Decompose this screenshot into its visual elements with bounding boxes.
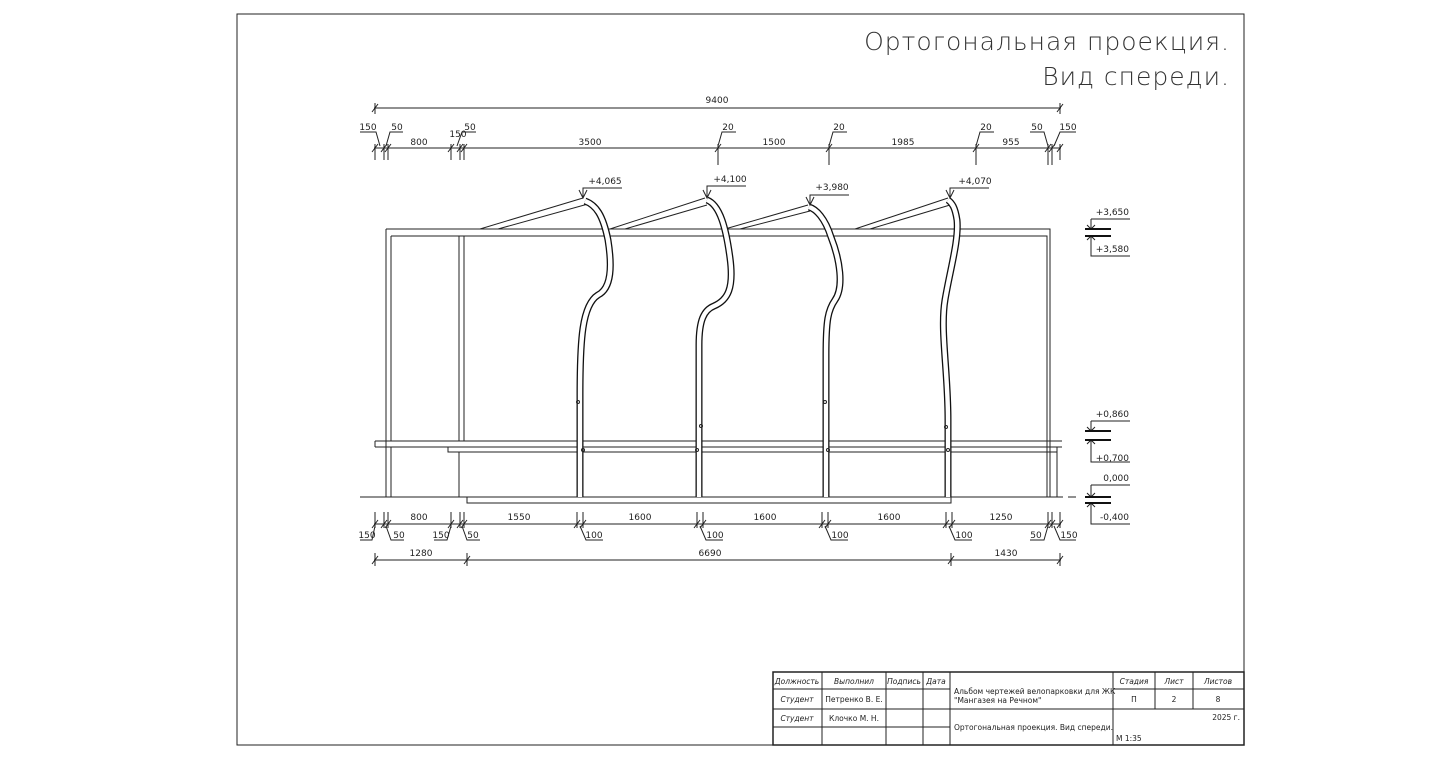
arch-elevation-3: +3,980: [815, 183, 849, 193]
tb-row2-name: Клочко М. Н.: [829, 714, 879, 723]
dim-top-8: 20: [833, 123, 845, 133]
title-block: Должность Выполнил Подпись Дата Студент …: [772, 671, 1245, 746]
view-title-line2: Вид спереди.: [1042, 62, 1230, 91]
bottom-dimensions: 800 1550 1600 1600 1600 1250 150 50 150 …: [358, 512, 1078, 566]
side-elevation-marks: [1068, 218, 1130, 525]
tb-row1-name: Петренко В. Е.: [825, 695, 882, 704]
dim-leader-1: 50: [393, 531, 405, 541]
dim-overall: 9400: [706, 96, 729, 106]
dim-top-12: 50: [1031, 123, 1043, 133]
dim-top-0: 150: [359, 123, 376, 133]
tb-sheet-label: Лист: [1163, 677, 1184, 686]
dim-leader-4: 100: [585, 531, 602, 541]
dim-top-11: 955: [1002, 138, 1019, 148]
tb-header-position: Должность: [774, 677, 819, 686]
tb-scale: М 1:35: [1116, 734, 1142, 743]
arch-elevation-4: +4,070: [958, 177, 992, 187]
elev-3650: +3,650: [1096, 208, 1130, 218]
dim-bottom-800: 800: [410, 513, 427, 523]
arch-elevation-1: +4,065: [588, 177, 621, 187]
dim-top-9: 1985: [892, 138, 915, 148]
dim-bottom-1600b: 1600: [754, 513, 777, 523]
dim-top-2: 800: [410, 138, 427, 148]
arch-elevation-2: +4,100: [713, 175, 747, 185]
tb-sheets-label: Листов: [1203, 677, 1232, 686]
tb-year: 2025 г.: [1212, 713, 1240, 722]
elev-3580: +3,580: [1096, 245, 1130, 255]
tb-project-line1: Альбом чертежей велопарковки для ЖК: [954, 687, 1116, 696]
tb-row2-position: Студент: [780, 714, 814, 723]
dim-top-3: 150: [449, 130, 466, 140]
base-plate: [466, 496, 952, 504]
arch-elevation-marks: [578, 185, 989, 207]
dim-leader-3: 50: [467, 531, 479, 541]
dim-leader-6: 100: [831, 531, 848, 541]
elev-0700: +0,700: [1096, 454, 1130, 464]
dim-leader-0: 150: [358, 531, 375, 541]
elev-minus0400: -0,400: [1100, 513, 1129, 523]
dim-top-7: 1500: [763, 138, 786, 148]
tb-header-signature: Подпись: [887, 677, 921, 686]
dim-top-10: 20: [980, 123, 992, 133]
tb-header-performed: Выполнил: [834, 677, 874, 686]
dim-leader-8: 50: [1030, 531, 1042, 541]
dim-top-1: 50: [391, 123, 403, 133]
top-dimensions: 9400 150 50 800 150 50 3500 20 1500 20 1…: [359, 96, 1077, 165]
dim-top-5: 3500: [579, 138, 602, 148]
dim-bottom-1600a: 1600: [629, 513, 652, 523]
arch-4: [939, 197, 961, 497]
dim-leader-9: 150: [1060, 531, 1077, 541]
dim-leader-2: 150: [432, 531, 449, 541]
view-title-line1: Ортогональная проекция.: [864, 27, 1230, 56]
tb-header-date: Дата: [925, 677, 946, 686]
sheet-frame: [236, 13, 1245, 746]
elev-0000: 0,000: [1103, 474, 1129, 484]
dim-bottom-6690: 6690: [699, 549, 722, 559]
dim-bottom-1280: 1280: [410, 549, 433, 559]
tb-sheets: 8: [1216, 695, 1221, 704]
tb-stage-label: Стадия: [1120, 677, 1149, 686]
tb-stage: П: [1131, 695, 1137, 704]
arch-3: [807, 203, 844, 497]
tb-sheet-title: Ортогональная проекция. Вид спереди.: [954, 723, 1113, 732]
dim-bottom-1250: 1250: [990, 513, 1013, 523]
tb-project-line2: "Мангазея на Речном": [954, 696, 1042, 705]
arch-2: [695, 196, 735, 497]
dim-leader-7: 100: [955, 531, 972, 541]
dim-bottom-1430: 1430: [995, 549, 1018, 559]
dim-top-6: 20: [722, 123, 734, 133]
tb-sheet: 2: [1172, 695, 1177, 704]
dim-bottom-1600c: 1600: [878, 513, 901, 523]
dim-top-13: 150: [1059, 123, 1076, 133]
arch-1: [576, 197, 614, 497]
bike-shelter-elevation: [360, 196, 1063, 504]
elev-0860: +0,860: [1096, 410, 1130, 420]
tb-row1-position: Студент: [780, 695, 814, 704]
dim-top-4: 50: [464, 123, 476, 133]
dim-bottom-1550: 1550: [508, 513, 531, 523]
dim-leader-5: 100: [706, 531, 723, 541]
